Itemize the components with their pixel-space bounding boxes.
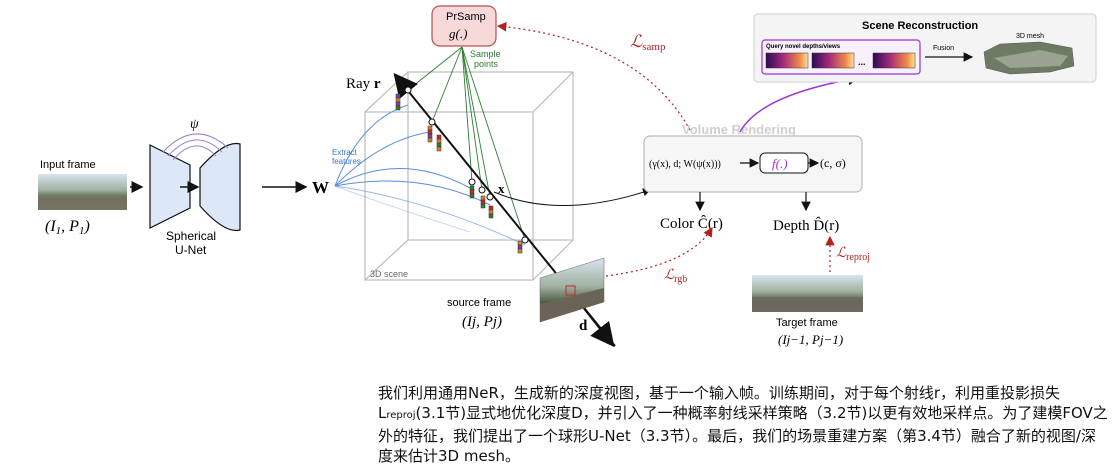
source-frame-label: (Ij, Pj) xyxy=(462,314,502,330)
prsamp-title: PrSamp xyxy=(446,11,486,23)
target-frame-group: Target frame (Ij−1, Pj−1) xyxy=(752,275,863,347)
fusion-label: Fusion xyxy=(933,45,954,52)
volume-input: (γ(x), d; W(ψ(x))) xyxy=(649,159,721,170)
input-frame-group: Input frame (I1, P1) xyxy=(38,159,127,237)
extract-features-label-1: Extract xyxy=(332,148,358,157)
depth-output-label: Depth D̂(r) xyxy=(773,217,839,234)
loss-rgb-arrow xyxy=(605,226,713,277)
query-dots: ... xyxy=(858,57,866,67)
scene-cube xyxy=(364,71,574,281)
mesh-label: 3D mesh xyxy=(1016,33,1044,40)
feature-w: W xyxy=(312,178,329,197)
ray-d-label: d xyxy=(579,318,588,334)
target-frame-title: Target frame xyxy=(776,317,838,329)
unet-label-line2: U-Net xyxy=(175,243,207,257)
spherical-unet: ψ Spherical U-Net xyxy=(149,117,241,257)
caption-part1: 我们利用通用NeR，生成新的深度视图，基于一个输入帧。训练期间，对于每个射线r，… xyxy=(378,384,1061,422)
ray-x-label: x xyxy=(498,181,505,196)
figure-caption: 我们利用通用NeR，生成新的深度视图，基于一个输入帧。训练期间，对于每个射线r，… xyxy=(378,383,1108,466)
scene-recon-title: Scene Reconstruction xyxy=(862,20,978,32)
loss-rgb-label: ℒrgb xyxy=(664,268,687,285)
source-frame-group: source frame (Ij, Pj) xyxy=(447,257,605,330)
scene-label: 3D scene xyxy=(370,269,408,279)
loss-samp-arrow xyxy=(496,22,691,131)
volume-title: Volume Rendering xyxy=(682,122,796,137)
target-frame-label: (Ij−1, Pj−1) xyxy=(778,332,843,347)
x-to-volume-arrow xyxy=(493,188,651,206)
loss-samp-label: ℒsamp xyxy=(630,32,666,53)
sample-nodes xyxy=(404,86,529,244)
input-frame-title: Input frame xyxy=(40,159,96,171)
sample-points-label-1: Sample xyxy=(470,49,501,59)
volume-rendering-box: Volume Rendering (γ(x), d; W(ψ(x))) f(.)… xyxy=(643,122,863,193)
diagram: Input frame (I1, P1) ψ Spherical U-Net W… xyxy=(38,5,1097,348)
caption-part2: (3.1节)显式地优化深度D，并引入了一种概率射线采样策略（3.2节)以更有效地… xyxy=(378,404,1108,465)
query-label: Query novel depths/views xyxy=(766,44,841,50)
volume-func: f(.) xyxy=(772,156,788,171)
psi-symbol: ψ xyxy=(190,117,199,132)
loss-reproj-label: ℒreproj xyxy=(836,246,870,263)
prsamp-func: g(.) xyxy=(449,26,467,41)
sample-points-label-2: points xyxy=(474,59,499,69)
caption-sub: reproj xyxy=(386,410,416,421)
scene-reconstruction-box: Scene Reconstruction Query novel depths/… xyxy=(753,13,1097,83)
extract-features-label-2: features xyxy=(332,157,361,166)
volume-output: (c, σ) xyxy=(820,156,846,170)
unet-label-line1: Spherical xyxy=(166,229,216,243)
sample-lines xyxy=(407,46,526,241)
feature-stacks xyxy=(395,93,523,254)
prsamp-box: PrSamp g(.) xyxy=(431,5,497,47)
ray-label: Ray r xyxy=(346,76,381,92)
input-frame-label: (I1, P1) xyxy=(45,218,90,237)
source-frame-title: source frame xyxy=(447,297,511,309)
color-output-label: Color Ĉ(r) xyxy=(660,215,723,232)
